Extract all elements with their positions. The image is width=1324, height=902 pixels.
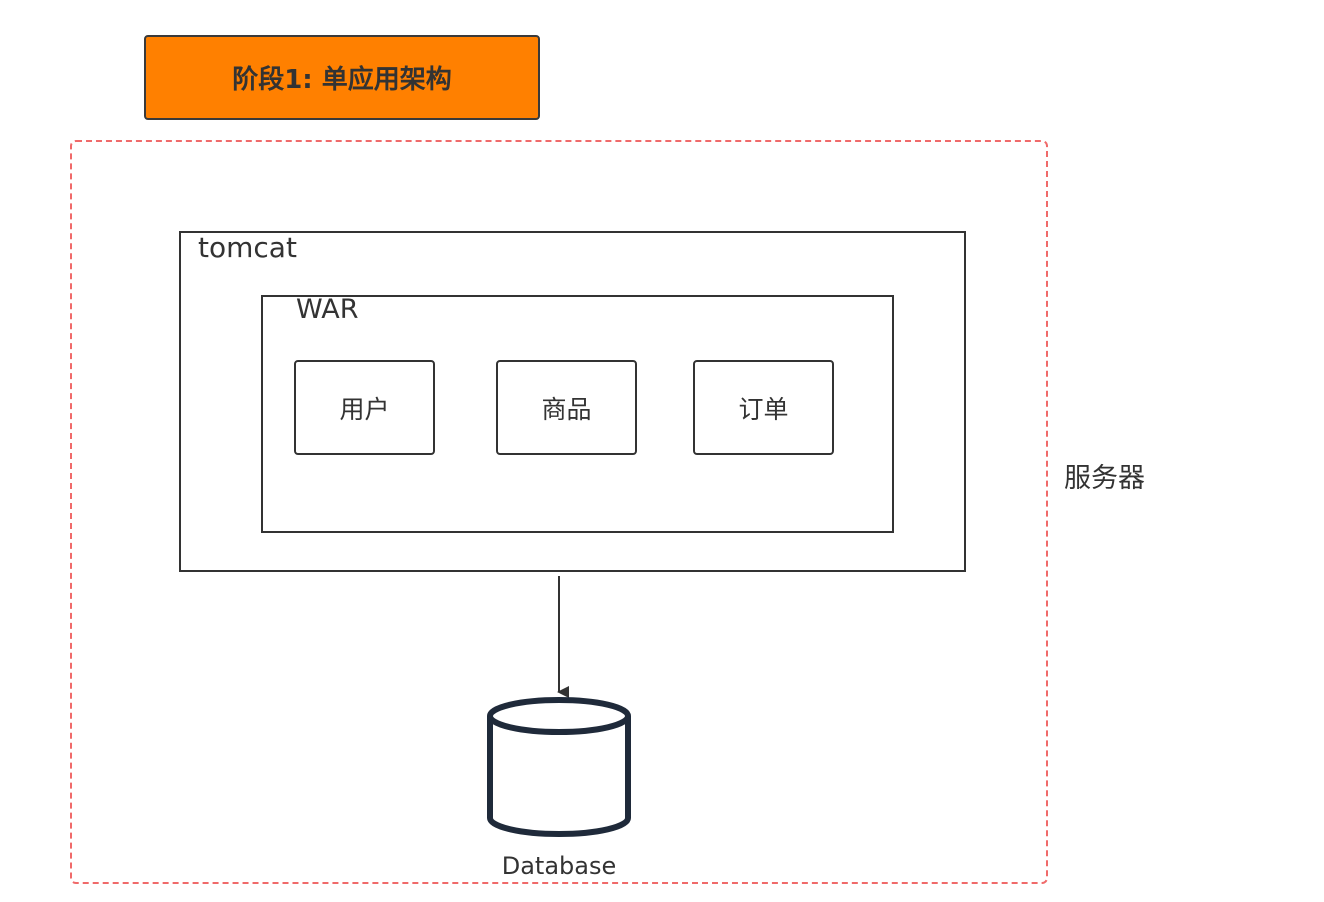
tomcat-label: tomcat [198, 231, 297, 264]
stage-title: 阶段1: 单应用架构 [144, 35, 540, 120]
server-label: 服务器 [1064, 463, 1145, 494]
module-order: 订单 [693, 360, 834, 455]
module-product: 商品 [496, 360, 637, 455]
module-user: 用户 [294, 360, 435, 455]
server-boundary [70, 140, 1048, 884]
database-label: Database [501, 852, 617, 880]
war-label: WAR [296, 294, 359, 325]
